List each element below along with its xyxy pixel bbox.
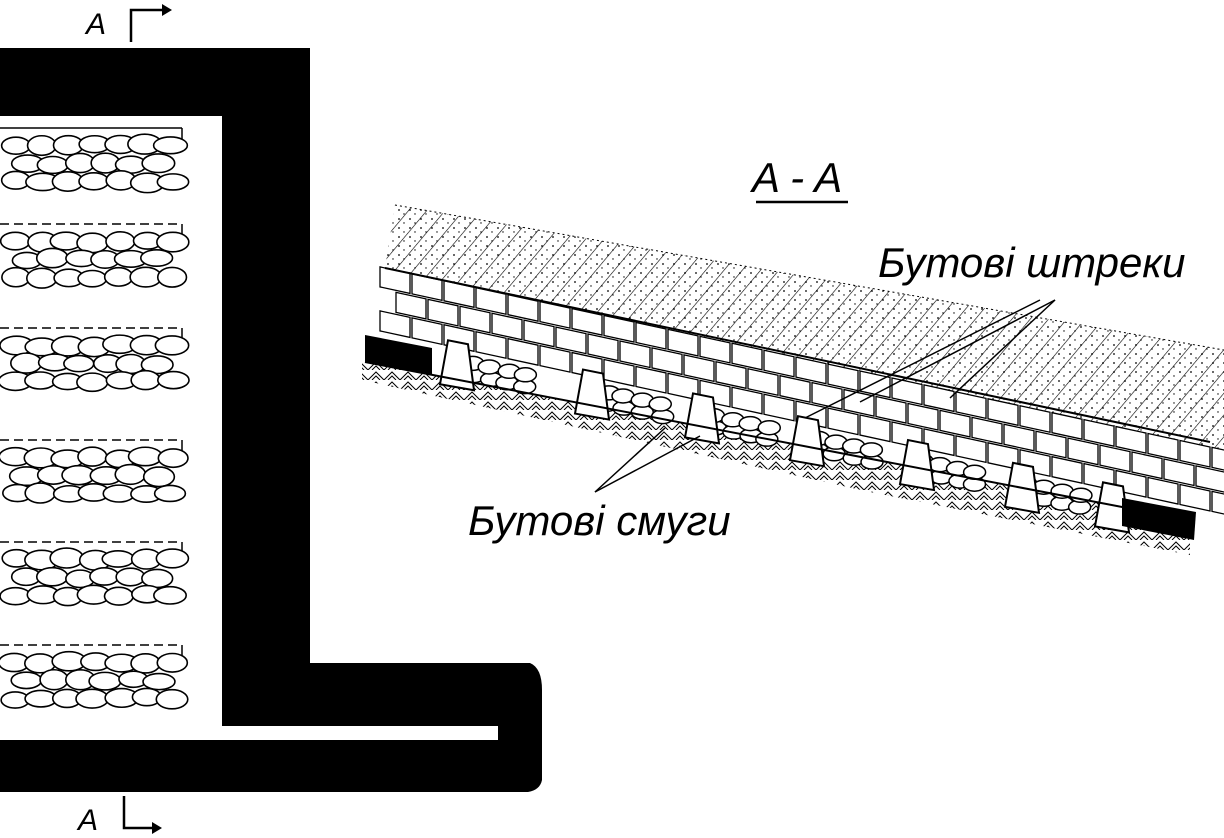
drift-profile — [898, 438, 936, 492]
coal-seam-right — [1122, 498, 1196, 540]
plan-strip — [0, 127, 190, 194]
section-marker-top: A — [84, 4, 172, 42]
label-rubble-strips: Бутові смуги — [468, 497, 731, 544]
drift-profile — [788, 415, 826, 468]
plan-strip — [0, 644, 189, 710]
drift-profile — [573, 368, 611, 421]
section-mark-bottom-label: A — [76, 804, 98, 837]
section-marker-bottom: A — [76, 796, 162, 837]
plan-outline — [0, 48, 542, 792]
plan-strip — [0, 223, 190, 289]
leader-lines — [594, 299, 1056, 493]
cross-section-a-a — [362, 204, 1224, 555]
masonry-layers — [379, 266, 1224, 519]
section-drifts — [438, 339, 1131, 534]
plan-rubble-strips — [0, 127, 190, 710]
label-rubble-drifts: Бутові штреки — [878, 239, 1186, 286]
section-mark-top-label: A — [84, 8, 106, 41]
plan-strip — [0, 327, 190, 393]
floor-ground — [362, 362, 1190, 555]
drift-profile — [683, 392, 721, 445]
section-title: A - A — [749, 154, 842, 201]
plan-strip — [0, 439, 189, 504]
drift-profile — [1093, 481, 1131, 534]
plan-strip — [0, 541, 190, 607]
plan-view — [0, 48, 542, 792]
